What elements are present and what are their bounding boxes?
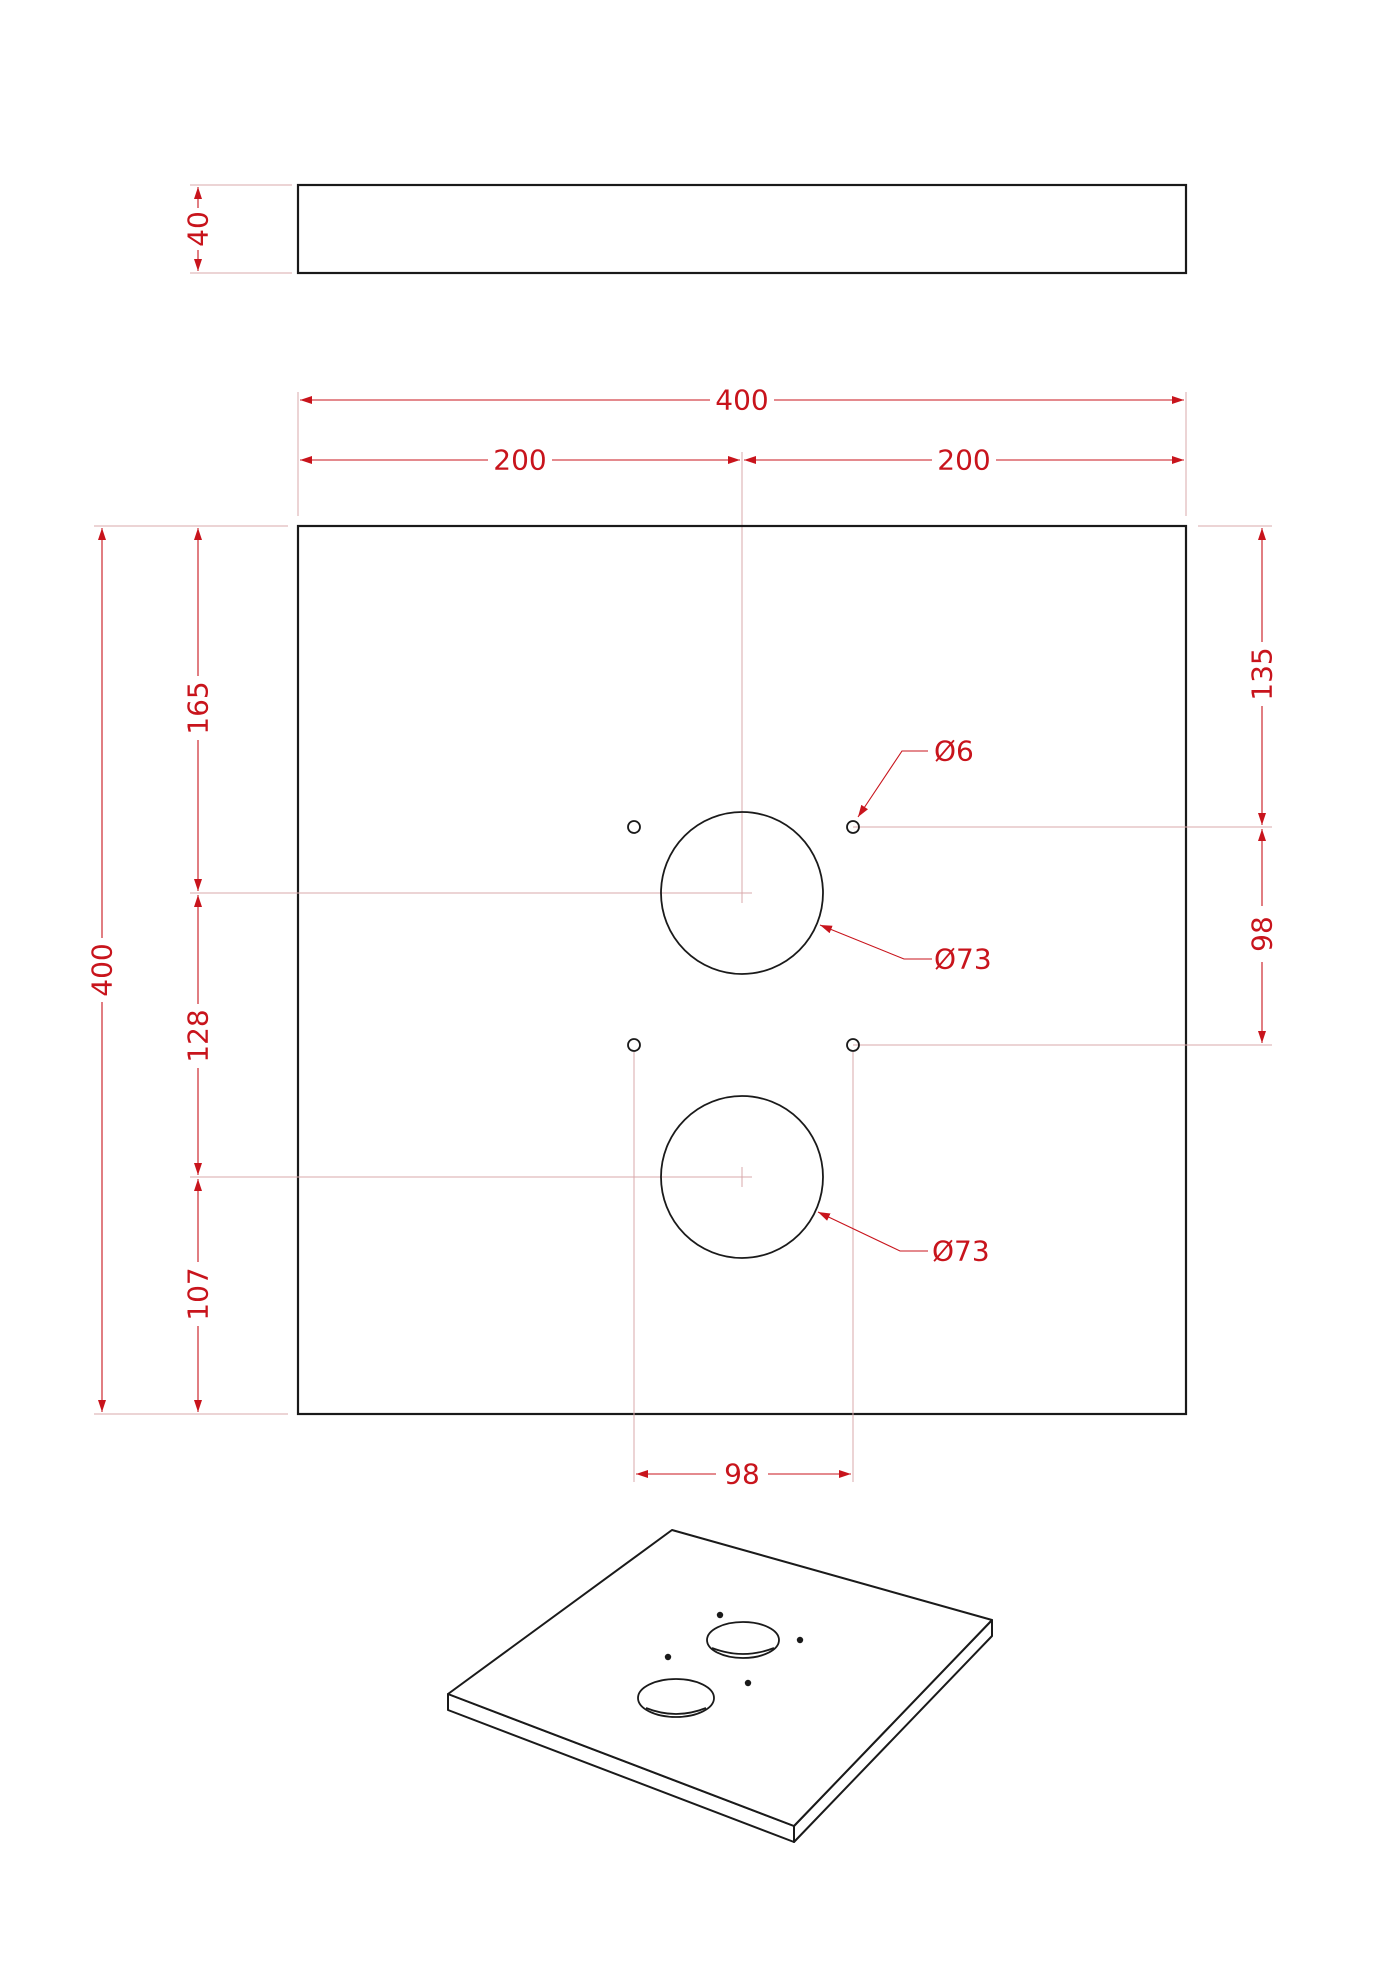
segment-165-label: 165: [182, 681, 215, 734]
label-mask: [1246, 906, 1278, 962]
left-half-width-label: 200: [493, 444, 546, 477]
label-mask: [710, 382, 774, 418]
right-half-width-label: 200: [937, 444, 990, 477]
thickness-label: 40: [182, 211, 215, 247]
total-height-label: 400: [86, 943, 119, 996]
side-view: 40: [182, 183, 1188, 275]
top-view-outline: [296, 524, 1188, 1416]
small-hole-top-left: [627, 820, 641, 834]
iso-lower-hole-inner: [645, 1707, 707, 1715]
small-hole-leader: [857, 750, 928, 818]
iso-upper-hole: [706, 1621, 780, 1659]
lower-hole-label: Ø73: [932, 1235, 990, 1268]
iso-small-hole: [716, 1611, 724, 1619]
label-mask: [932, 442, 996, 478]
iso-upper-hole-inner: [711, 1647, 775, 1655]
segment-98-vertical-label: 98: [1246, 916, 1279, 952]
lower-hole-leader: [817, 1211, 928, 1252]
segment-135-label: 135: [1246, 647, 1279, 700]
label-mask: [716, 1456, 768, 1492]
isometric-view: [447, 1529, 993, 1843]
lower-large-hole: [660, 1095, 824, 1259]
upper-hole-leader: [819, 924, 932, 960]
label-mask: [182, 1004, 214, 1068]
small-hole-top-right: [846, 820, 860, 834]
top-view: 400 200 200 400 165 128 107: [86, 382, 1279, 1492]
total-width-label: 400: [715, 384, 768, 417]
upper-large-hole: [660, 811, 824, 975]
upper-hole-label: Ø73: [934, 943, 992, 976]
iso-small-hole: [796, 1636, 804, 1644]
small-hole-bottom-left: [627, 1038, 641, 1052]
label-mask: [182, 1262, 214, 1326]
bottom-spacing-label: 98: [724, 1458, 760, 1491]
small-hole-bottom-right: [846, 1038, 860, 1052]
iso-small-hole: [744, 1679, 752, 1687]
label-mask: [184, 208, 212, 250]
side-view-outline: [296, 183, 1188, 275]
label-mask: [488, 442, 552, 478]
iso-lower-hole: [637, 1678, 715, 1718]
segment-128-label: 128: [182, 1009, 215, 1062]
segment-107-label: 107: [182, 1267, 215, 1320]
small-hole-label: Ø6: [934, 735, 974, 768]
label-mask: [1246, 642, 1278, 706]
label-mask: [182, 676, 214, 740]
label-mask: [86, 938, 118, 1002]
iso-small-hole: [664, 1653, 672, 1661]
iso-top-face: [447, 1529, 993, 1827]
